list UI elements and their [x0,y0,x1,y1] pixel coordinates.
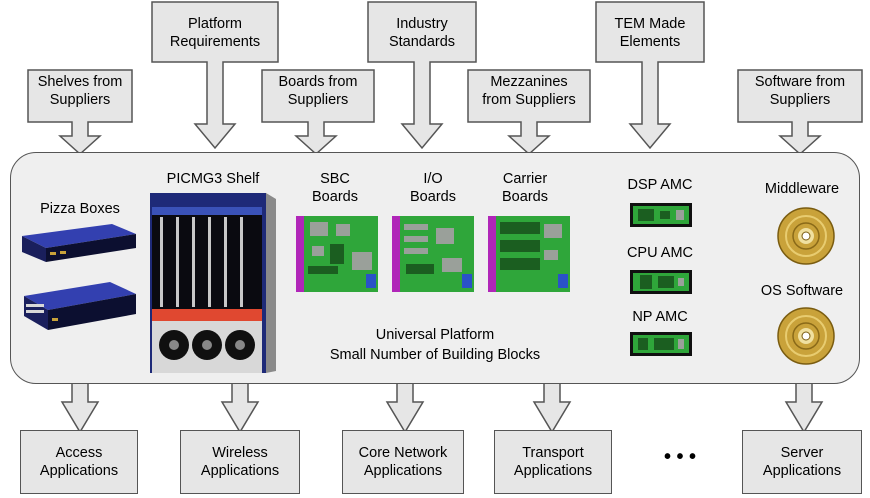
pizza-boxes-label: Pizza Boxes [40,201,120,217]
input-label-industry: Industry Standards [388,16,456,50]
output-arrow-transport [532,377,572,434]
input-label-boards: Boards from Suppliers [278,74,358,108]
io-boards-label: I/O Boards [410,171,456,205]
output-box-server: Server Applications [742,430,862,494]
input-label-platform: Platform Requirements [169,16,261,50]
pizza-box-1-image [22,224,136,262]
np-amc-image [630,332,692,356]
platform-title: Universal Platform [375,327,495,343]
cpu-amc-image [630,270,692,294]
output-arrow-server [784,377,824,434]
input-arrow-software [737,69,863,156]
input-label-shelves: Shelves from Suppliers [37,74,123,108]
dsp-amc-label: DSP AMC [627,177,693,193]
picmg3-shelf-label: PICMG3 Shelf [166,171,260,187]
np-amc-label: NP AMC [632,309,688,325]
output-box-core: Core Network Applications [342,430,464,494]
io-board-image [392,216,474,292]
dsp-amc-image [630,203,692,227]
input-label-tem: TEM Made Elements [614,16,686,50]
os-software-label: OS Software [760,283,844,299]
input-label-mezzanines: Mezzanines from Suppliers [482,74,576,108]
os-software-disc-icon [777,307,835,365]
input-label-software: Software from Suppliers [754,74,846,108]
output-box-access: Access Applications [20,430,138,494]
carrier-boards-label: Carrier Boards [502,171,548,205]
platform-subtitle: Small Number of Building Blocks [329,347,541,363]
output-arrow-access [60,377,100,434]
input-arrow-shelves [27,69,133,156]
output-arrow-core [385,377,425,434]
ellipsis: • • • [663,446,697,468]
middleware-disc-icon [777,207,835,265]
sbc-board-image [296,216,378,292]
picmg3-shelf-image [150,193,276,373]
input-arrow-platform [151,1,279,150]
input-arrow-tem [595,1,705,150]
pizza-box-2-image [24,282,136,330]
input-arrow-industry [367,1,477,150]
output-arrow-wireless [220,377,260,434]
output-box-wireless: Wireless Applications [180,430,300,494]
output-box-transport: Transport Applications [494,430,612,494]
sbc-boards-label: SBC Boards [312,171,358,205]
cpu-amc-label: CPU AMC [626,245,694,261]
carrier-board-image [488,216,570,292]
input-arrow-mezzanines [467,69,591,156]
input-arrow-boards [261,69,375,156]
middleware-label: Middleware [764,181,840,197]
